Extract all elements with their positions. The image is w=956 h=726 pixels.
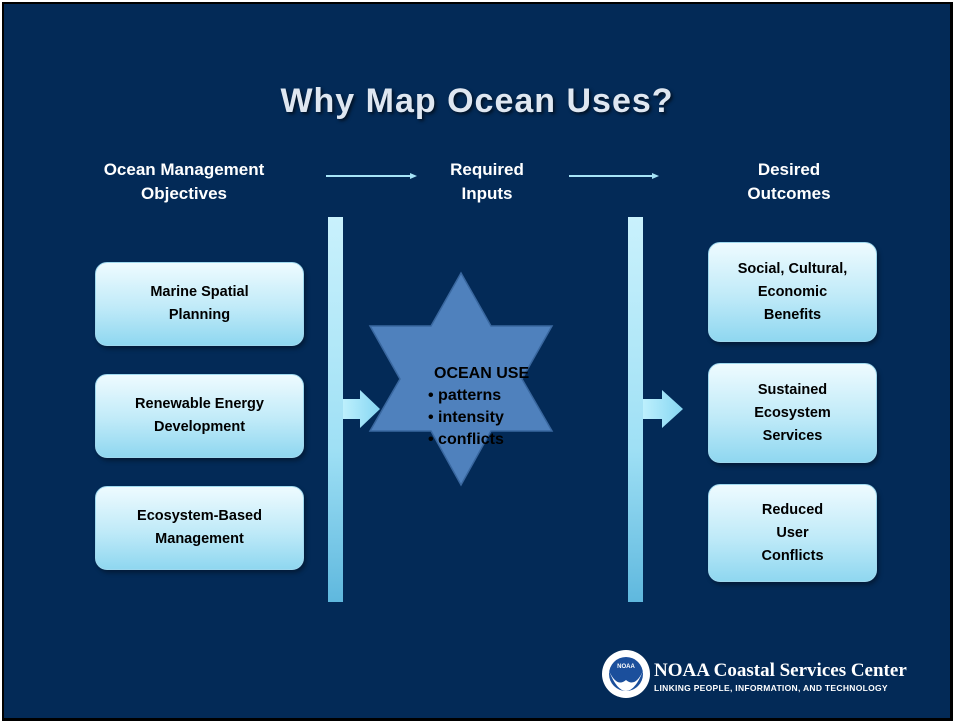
objective-box-marine-spatial-planning: Marine Spatial Planning [95,262,304,346]
ocean-use-item: • conflicts [428,431,504,448]
objective-label-line1: Renewable Energy [135,396,264,412]
noaa-logo-tagline: LINKING PEOPLE, INFORMATION, AND TECHNOL… [654,683,888,693]
objective-label-line1: Marine Spatial [150,284,249,300]
column-header-inputs-line1: Required [450,160,524,179]
column-header-objectives-line2: Objectives [141,184,227,203]
objective-box-ecosystem-based: Ecosystem-Based Management [95,486,304,570]
fat-arrow-right [643,390,683,428]
column-header-inputs: Required Inputs [432,158,542,206]
column-header-inputs-line2: Inputs [461,184,513,203]
column-header-objectives-line1: Ocean Management [103,160,265,179]
right-vertical-bar [628,217,643,602]
objective-label-line2: Development [153,419,246,435]
outcome-label-line3: Conflicts [761,547,824,564]
diagram-graphics [326,173,683,487]
objective-box-renewable-energy: Renewable Energy Development [95,374,304,458]
noaa-logo-text: NOAA Coastal Services Center LINKING PEO… [654,660,907,693]
column-header-outcomes-line1: Desired [757,160,821,179]
objective-label-line2: Management [155,531,244,547]
column-header-objectives: Ocean Management Objectives [84,158,284,206]
column-header-outcomes-line2: Outcomes [747,184,831,203]
outcome-label-line2: Economic [757,283,828,300]
outcome-box-ecosystem-services: Sustained Ecosystem Services [708,363,877,463]
left-vertical-bar [328,217,343,602]
ocean-use-star [368,271,554,487]
column-header-outcomes: Desired Outcomes [734,158,844,206]
ocean-use-text: OCEAN USE • patterns • intensity • confl… [428,363,529,451]
noaa-logo-name: NOAA Coastal Services Center [654,660,907,681]
outcome-label-line1: Reduced [761,501,824,518]
header-arrow-right [569,173,659,179]
fat-arrow-left [343,390,380,428]
outcome-label-line1: Social, Cultural, [737,260,848,277]
ocean-use-heading: OCEAN USE [434,365,530,382]
outcome-label-line3: Services [762,427,823,444]
outcome-label-line2: User [776,524,809,541]
slide-title: Why Map Ocean Uses? [280,82,674,120]
outcome-label-line1: Sustained [757,381,828,398]
outcome-box-benefits: Social, Cultural, Economic Benefits [708,242,877,342]
ocean-use-item: • patterns [428,387,502,404]
outcome-box-reduced-conflicts: Reduced User Conflicts [708,484,877,582]
objective-label-line2: Planning [168,307,231,323]
header-arrow-left [326,173,417,179]
outcome-label-line3: Benefits [763,306,822,323]
ocean-use-item: • intensity [428,409,504,426]
objective-label-line1: Ecosystem-Based [137,508,262,524]
outcome-label-line2: Ecosystem [754,404,831,421]
